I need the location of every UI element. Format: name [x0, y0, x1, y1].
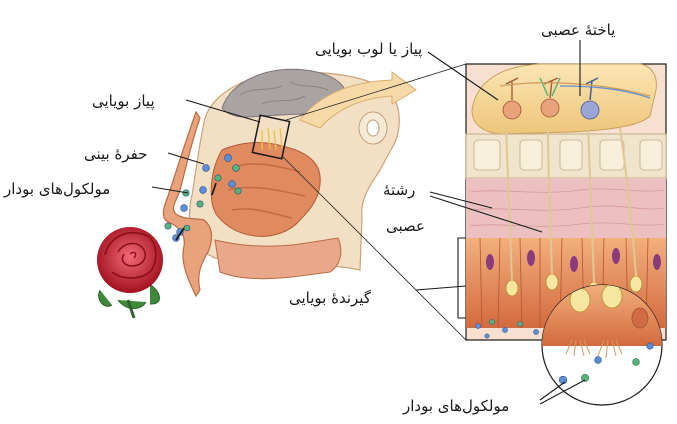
label-nerve-cell: یاختهٔ عصبی [541, 21, 615, 39]
label-odor-molecules-left: مولکول‌های بودار [4, 180, 110, 198]
receptor-bracket [458, 238, 466, 318]
label-olfactory-bulb: پیاز بویایی [92, 92, 155, 110]
label-nerve-fiber-line1: رشتهٔ [383, 181, 415, 199]
label-nasal-cavity: حفرهٔ بینی [84, 145, 148, 163]
label-olfactory-receptor: گیرندهٔ بویایی [289, 289, 371, 307]
label-nerve-fiber-line2: عصبی [386, 217, 425, 235]
rose-flower [97, 227, 163, 318]
label-odor-molecules-bottom: مولکول‌های بودار [403, 397, 509, 415]
panel-olfactory-bulb [472, 64, 656, 134]
label-olfactory-bulb-panel: پیاز یا لوب بویایی [315, 40, 422, 58]
